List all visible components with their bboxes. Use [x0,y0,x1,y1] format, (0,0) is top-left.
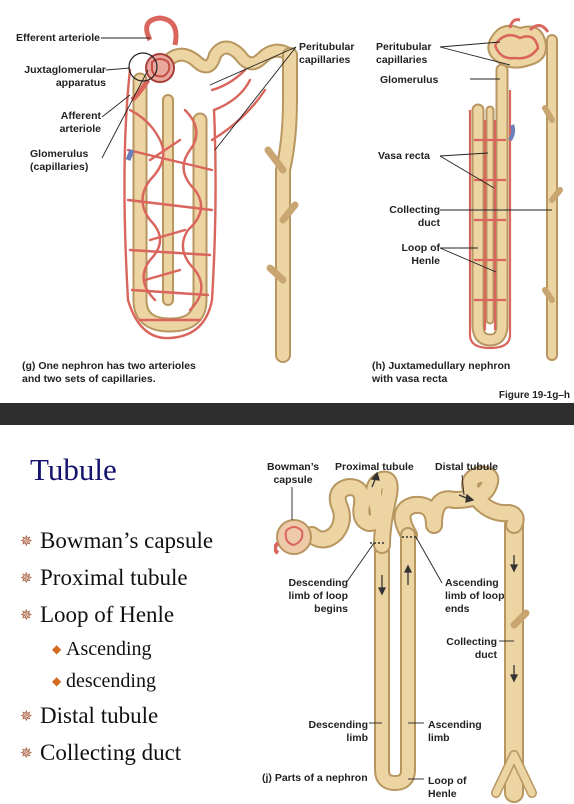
bullet-star-icon: ✵ [20,571,33,587]
label-descending-limb: Descending limb [308,719,368,744]
bullet-bowmans-capsule: ✵Bowman’s capsule [20,528,214,553]
caption-j-text: Parts of a nephron [274,772,368,784]
label-efferent-arteriole: Efferent arteriole [15,32,100,44]
slide-title: Tubule [30,452,117,487]
nephron-diagram-j [274,465,537,803]
panel-h-glomerulus [487,18,550,142]
caption-g-line1: One nephron has two arterioles [38,360,196,372]
bullet-star-icon: ✵ [20,709,33,725]
label-vasa-recta: Vasa recta [378,150,430,162]
caption-g-letter: (g) [22,360,36,372]
bullet-collecting-duct: ✵Collecting duct [20,740,182,765]
label-loop-of-henle-j: Loop of Henle [428,775,467,800]
label-ascending-limb-ends: Ascending limb of loop ends [445,577,505,615]
bullet-diamond-icon: ◆ [52,642,62,656]
label-peritubular-capillaries-h: Peritubular capillaries [376,41,432,66]
bullet-ascending: ◆Ascending [52,638,152,660]
label-juxtaglomerular-apparatus: Juxtaglomerular apparatus [24,64,106,89]
caption-g-line2: and two sets of capillaries. [22,373,156,385]
bullet-star-icon: ✵ [20,746,33,762]
label-bowmans-capsule: Bowman’s capsule [266,461,320,486]
panel-g-peritubular-capillaries [123,68,267,340]
panel-g-leader-lines [101,37,297,159]
label-proximal-tubule: Proximal tubule [335,461,414,473]
nephron-illustration-g-h [101,15,563,363]
label-distal-tubule: Distal tubule [435,461,499,473]
label-afferent-arteriole: Afferent arteriole [59,110,101,135]
bullet-descending: ◆descending [52,670,156,692]
label-glomerulus-h: Glomerulus [380,74,439,86]
bullet-star-icon: ✵ [20,608,33,624]
caption-h-line2: with vasa recta [372,373,448,385]
flow-arrows [370,471,519,683]
panel-g-tubule [132,40,299,363]
bullet-diamond-icon: ◆ [52,674,62,688]
figure-top: Efferent arteriole Juxtaglomerular appar… [15,15,570,401]
bowmans-capsule-shape [274,519,312,555]
label-peritubular-capillaries-g: Peritubular capillaries [299,41,355,66]
panel-h-leader-lines [439,41,552,273]
label-collecting-duct-h: Collecting duct [389,204,440,229]
slide-tubule: Tubule ✵Bowman’s capsule ✵Proximal tubul… [0,425,574,804]
bullet-proximal-tubule: ✵Proximal tubule [20,565,188,590]
caption-h-letter: (h) [372,360,386,372]
label-collecting-duct-j: Collecting duct [446,636,497,661]
bullet-star-icon: ✵ [20,534,33,550]
caption-h-line1: Juxtamedullary nephron [388,360,511,372]
caption-j: (j) Parts of a nephron [262,772,402,785]
caption-h: (h) Juxtamedullary nephron with vasa rec… [372,360,562,386]
label-descending-limb-begins: Descending limb of loop begins [288,577,348,615]
caption-g: (g) One nephron has two arterioles and t… [22,360,262,386]
panel-h-vasa-recta [468,90,512,350]
diagram-j-leader-lines [291,474,514,780]
panel-h-tubule [471,34,563,361]
jga-highlight-circle [128,52,158,82]
bullet-loop-of-henle: ✵Loop of Henle [20,602,175,627]
caption-j-letter: (j) [262,772,272,784]
label-ascending-limb: Ascending limb [428,719,482,744]
label-loop-of-henle-h: Loop of Henle [401,242,440,267]
slide-divider-bar [0,403,574,425]
figure-number: Figure 19-1g–h [498,390,570,401]
bullet-distal-tubule: ✵Distal tubule [20,703,159,728]
label-glomerulus-capillaries: Glomerulus (capillaries) [30,148,89,173]
